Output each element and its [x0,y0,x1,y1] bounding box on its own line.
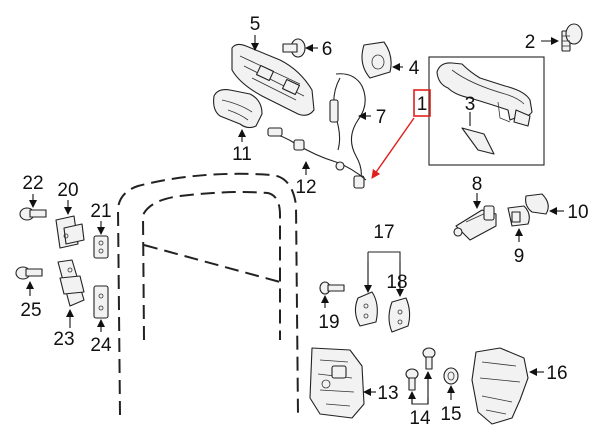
callout-3: 3 [465,94,476,115]
callout-labels: 1 2 3 4 5 6 7 8 9 10 11 12 13 14 15 16 1… [20,14,588,429]
part-15-plug [443,367,459,400]
part-12-cable [267,127,367,181]
callout-10: 10 [567,202,588,223]
part-4-cover [361,41,403,79]
part-9-bezel [507,205,530,242]
callout-8: 8 [472,174,483,195]
callout-5: 5 [250,14,261,35]
part-10-cap [525,193,564,215]
part-23-hinge [57,259,85,328]
callout-24: 24 [90,335,112,356]
part-6-bolt [282,38,318,58]
callout-17: 17 [373,222,394,243]
part-17-18-plates [354,251,411,333]
callout-25: 25 [20,300,41,321]
callout-21: 21 [90,201,111,222]
part-1-red-leader [371,117,415,179]
part-14-screws [405,347,436,405]
callout-13: 13 [377,383,398,404]
part-5-carrier [231,35,315,116]
callout-20: 20 [57,180,78,201]
callout-23: 23 [53,329,74,350]
part-2-bolt [541,23,583,52]
callout-9: 9 [514,246,525,267]
callout-22: 22 [22,173,43,194]
part-24-shim [93,285,109,332]
callout-18: 18 [386,272,407,293]
part-22-bolt [19,194,47,221]
part-3-shape [461,127,495,155]
door-outline [116,172,299,416]
part-8-lock-cylinder [453,193,497,241]
callout-4: 4 [409,58,420,79]
part-13-latch [309,347,376,419]
callout-19: 19 [318,312,339,333]
part-11-inside-handle [213,89,263,142]
callout-6: 6 [322,39,333,60]
outside-handle [436,62,533,127]
part-20-hinge [55,200,85,249]
part-25-bolt [15,266,43,296]
part-16-cover [471,347,544,425]
part-19-bolt [319,281,345,308]
handle-assembly-box [371,56,545,179]
part-1-highlight-box [413,89,431,117]
callout-15: 15 [440,404,461,425]
part-7-cable [329,73,371,189]
part-21-shim [93,221,109,259]
callout-12: 12 [295,177,316,198]
callout-11: 11 [232,144,252,165]
callout-2: 2 [525,32,536,53]
callout-7: 7 [376,107,387,128]
callout-16: 16 [546,363,567,384]
callout-14: 14 [409,408,431,429]
callout-1: 1 [417,94,428,115]
